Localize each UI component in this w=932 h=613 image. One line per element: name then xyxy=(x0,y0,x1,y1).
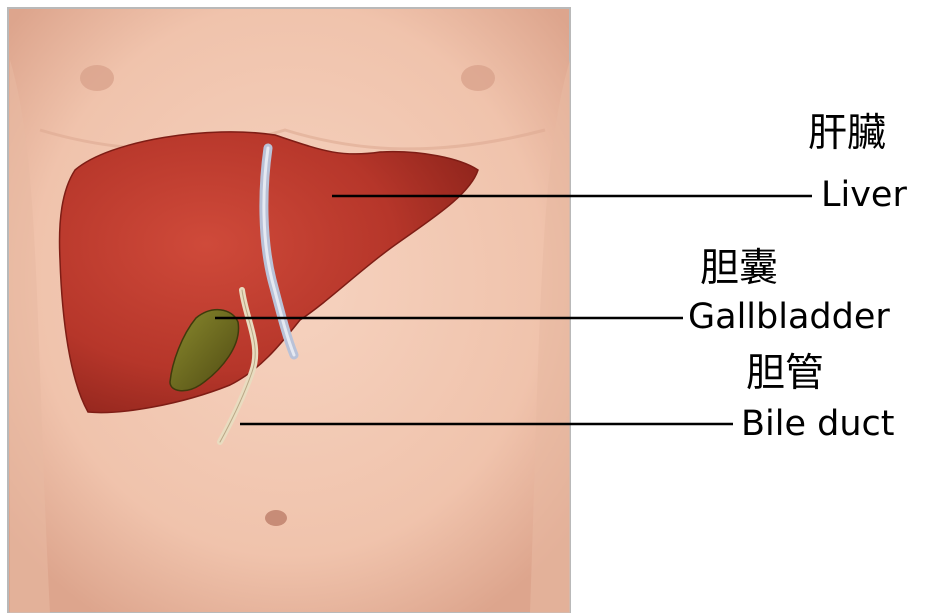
gallbladder-label-zh: 胆囊 xyxy=(700,249,778,288)
liver-label-en: Liver xyxy=(821,178,907,213)
liver-label-zh: 肝臟 xyxy=(808,114,886,153)
left-nipple xyxy=(80,65,114,91)
gallbladder-label-en: Gallbladder xyxy=(688,300,890,335)
navel xyxy=(265,510,287,526)
bile-duct-label-zh: 胆管 xyxy=(746,354,824,393)
bile-duct-label-en: Bile duct xyxy=(741,407,894,442)
right-nipple xyxy=(461,65,495,91)
